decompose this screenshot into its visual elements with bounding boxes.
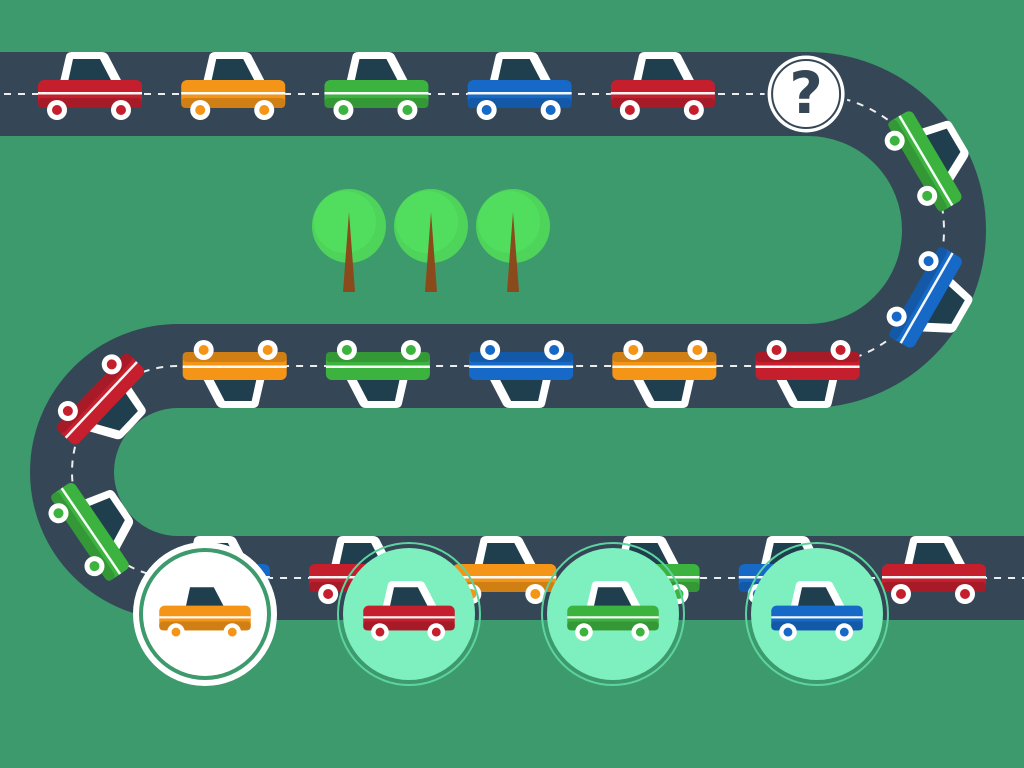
car-red	[38, 52, 142, 120]
tree	[312, 189, 386, 292]
car-red-icon	[363, 581, 455, 641]
car-blue	[469, 340, 574, 408]
car-red	[882, 536, 986, 604]
car-green-icon	[567, 581, 659, 641]
car-blue	[886, 247, 973, 348]
car-blue-icon	[771, 581, 863, 641]
answer-choices	[133, 542, 889, 686]
car-orange	[181, 52, 286, 120]
car-red	[56, 353, 146, 445]
car-orange	[612, 340, 717, 408]
trees	[312, 189, 550, 292]
choice-green-car-button[interactable]	[541, 542, 685, 686]
question-mark: ?	[789, 59, 823, 127]
unknown-car-slot: ?	[764, 52, 848, 136]
car-red	[755, 339, 860, 409]
car-green	[325, 340, 430, 408]
car-red	[610, 52, 715, 120]
choice-red-car-button[interactable]	[337, 542, 481, 686]
car-blue	[467, 52, 572, 120]
car-orange-icon	[159, 581, 251, 641]
car-green	[884, 111, 969, 212]
tree	[476, 189, 550, 292]
car-green	[48, 482, 134, 581]
choice-orange-car-button[interactable]	[133, 542, 277, 686]
tree	[394, 189, 468, 292]
choice-blue-car-button[interactable]	[745, 542, 889, 686]
car-green	[324, 52, 429, 120]
car-orange	[182, 340, 287, 408]
